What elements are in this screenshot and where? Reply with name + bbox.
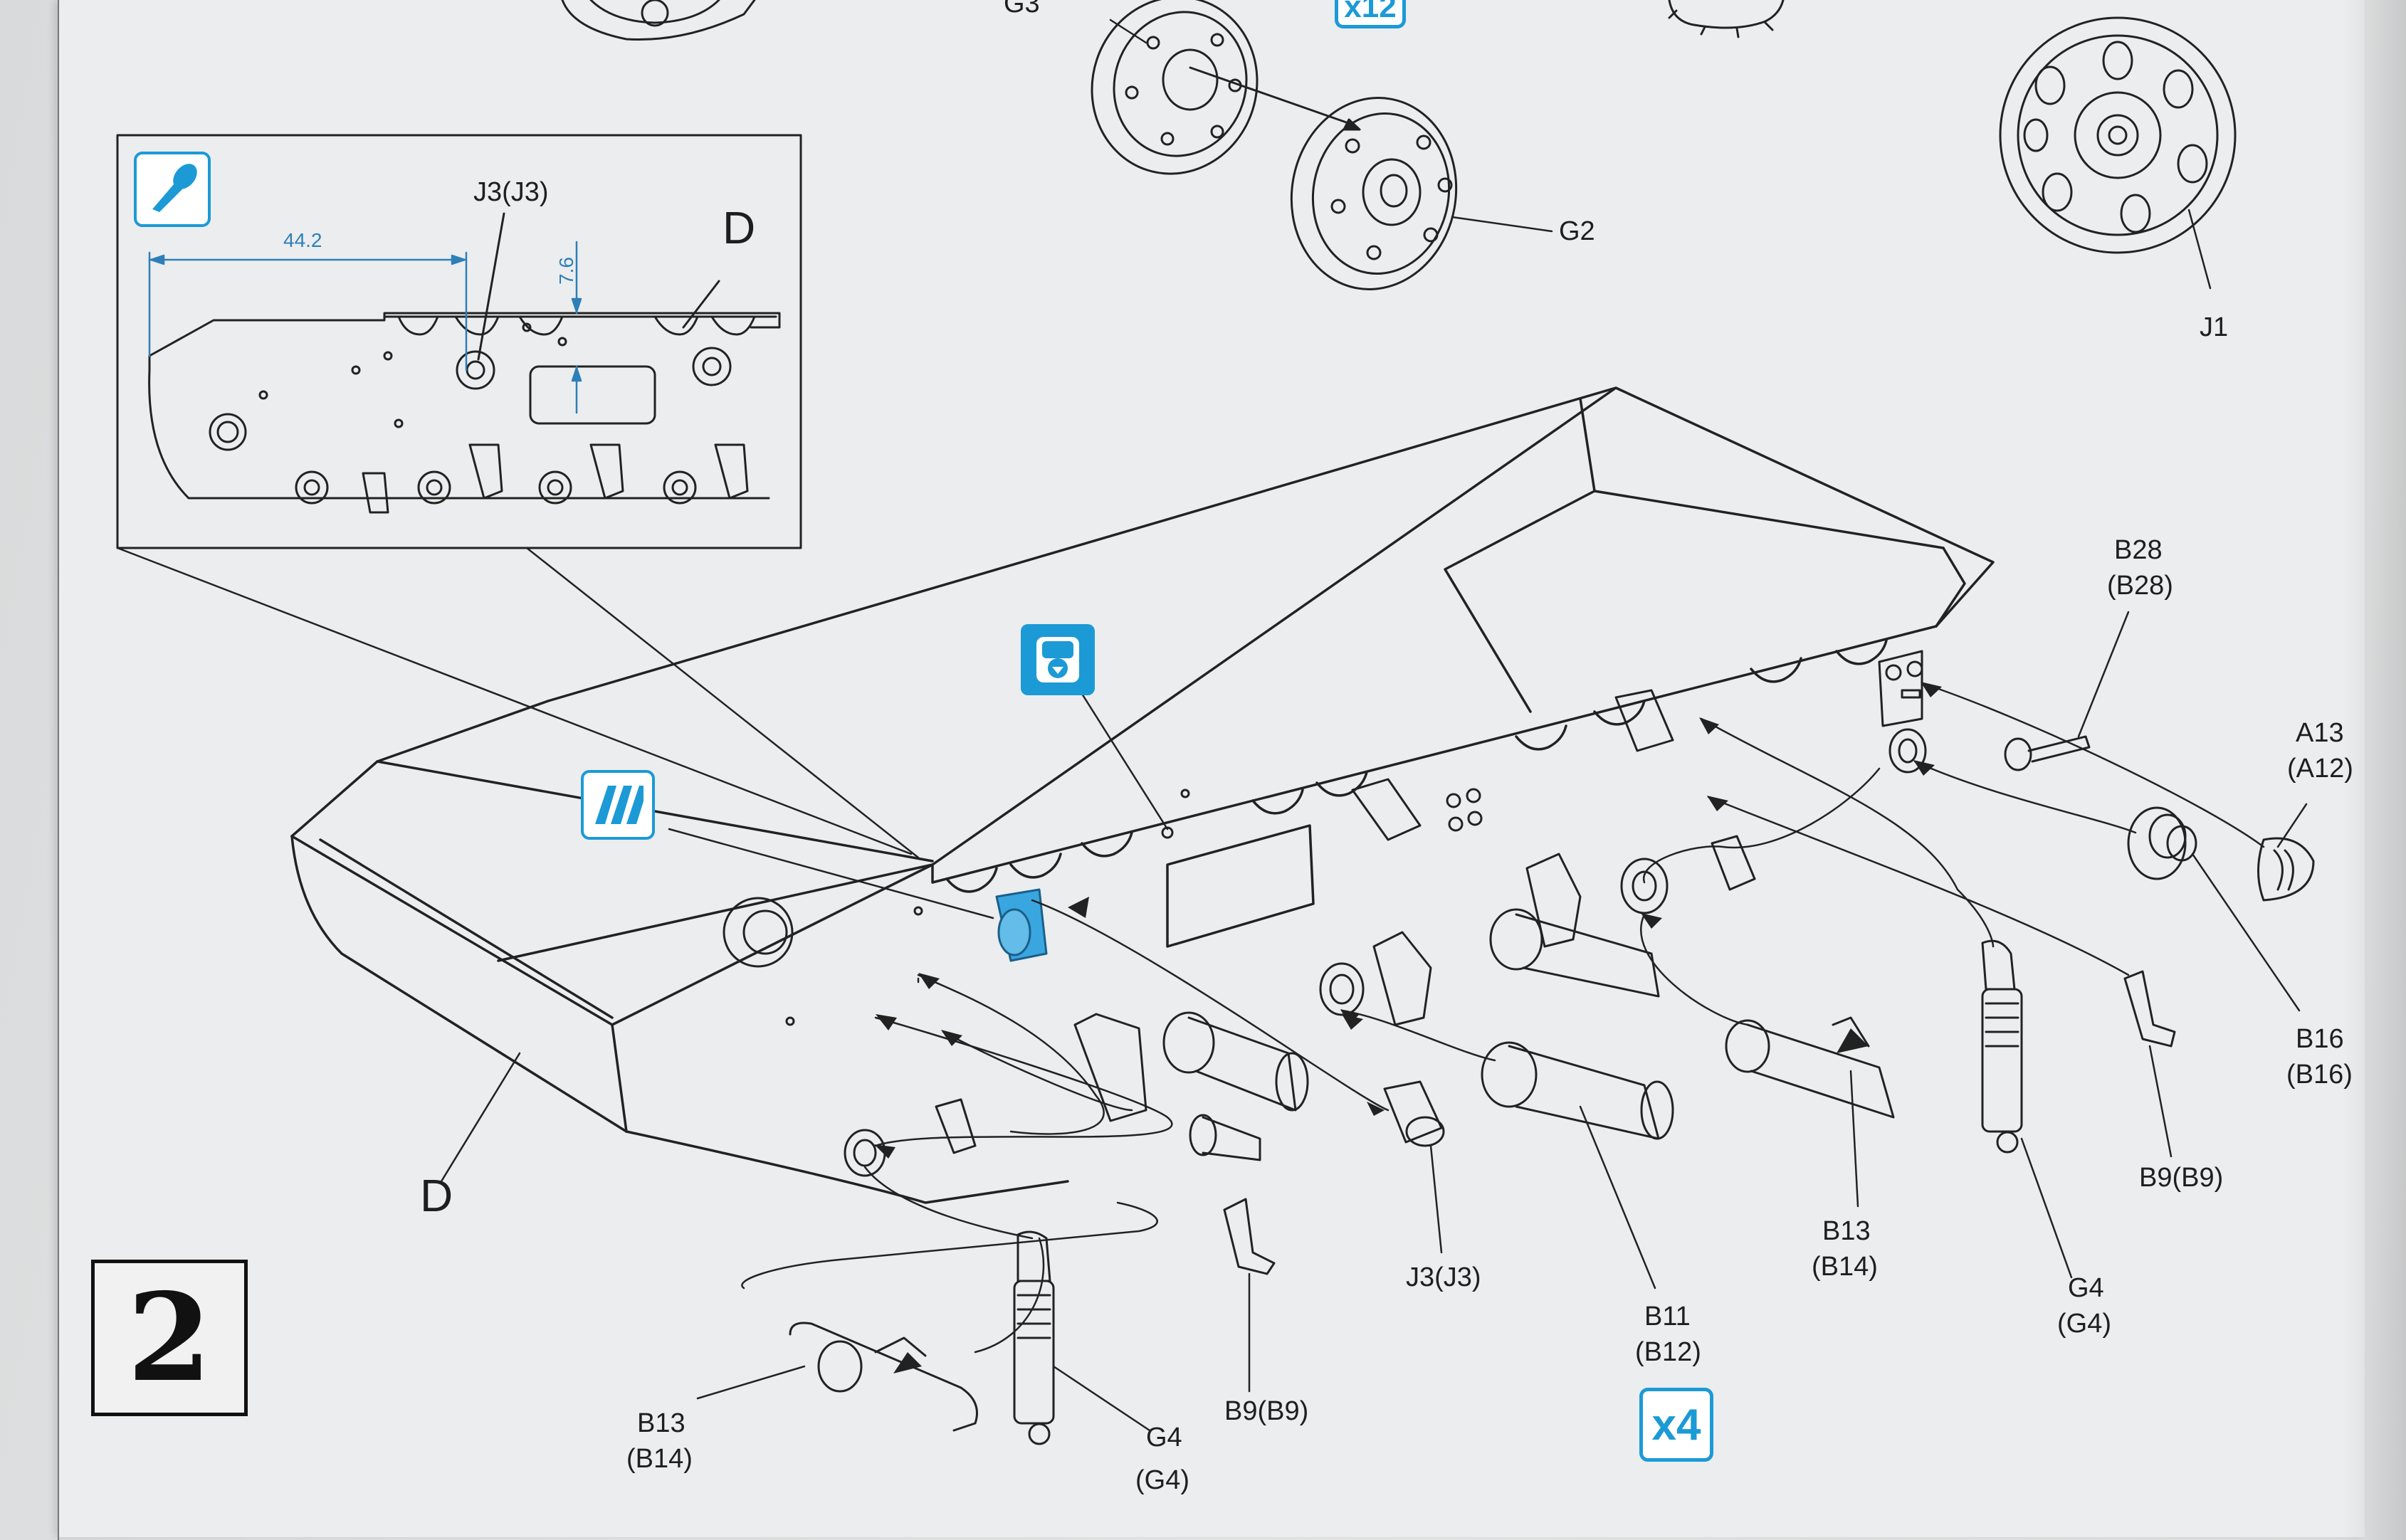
road-wheel-g3 xyxy=(1091,0,1259,175)
label-g4-bottom-alt: (G4) xyxy=(1135,1465,1189,1495)
hub-ring-right xyxy=(1888,728,1927,774)
label-leaders xyxy=(440,19,2308,1432)
label-j1: J1 xyxy=(2200,312,2229,342)
inset-dimension-length: 44.2 xyxy=(283,229,322,251)
label-g3: G3 xyxy=(1004,0,1040,19)
label-b9-right: B9(B9) xyxy=(2139,1163,2224,1193)
pin-b28 xyxy=(2004,735,2091,771)
label-b11: B11 xyxy=(1644,1302,1691,1331)
label-g4-right-alt: (G4) xyxy=(2057,1309,2111,1339)
shock-absorber-right xyxy=(1981,939,2023,1154)
inset-dimensions xyxy=(148,241,582,414)
label-a13: A13 xyxy=(2296,718,2344,748)
hull-details xyxy=(723,788,1483,1026)
bump-stop-upper xyxy=(1351,689,1674,841)
shock-absorber-left xyxy=(1013,1230,1055,1445)
inset-label-j3: J3(J3) xyxy=(473,177,549,207)
road-wheel-g2 xyxy=(1290,97,1458,290)
road-wheel-hub-middle xyxy=(1319,962,1365,1016)
instruction-sheet xyxy=(58,0,2365,1537)
label-g2: G2 xyxy=(1559,216,1595,246)
label-b11-alt: (B12) xyxy=(1635,1337,1701,1367)
label-g4-right: G4 xyxy=(2068,1273,2104,1303)
bracket-b9-right xyxy=(2123,970,2176,1048)
swing-arm-b11 xyxy=(1372,853,1674,1140)
label-b16: B16 xyxy=(2296,1024,2344,1054)
label-b13-bottom-alt: (B14) xyxy=(626,1444,693,1474)
label-hull-d: D xyxy=(420,1170,453,1221)
label-b9-bottom: B9(B9) xyxy=(1224,1396,1309,1426)
hull-right-bracket xyxy=(1878,650,1923,727)
torsion-arm-left xyxy=(789,1322,978,1432)
label-j3-bottom: J3(J3) xyxy=(1406,1262,1481,1292)
top-left-wheel-partial xyxy=(561,0,756,41)
label-b13-right: B13 xyxy=(1822,1216,1871,1246)
label-b13-right-alt: (B14) xyxy=(1812,1252,1878,1282)
label-b16-alt: (B16) xyxy=(2286,1060,2353,1090)
inset-frame xyxy=(116,134,802,549)
idler-mount-left xyxy=(844,1129,886,1177)
drill-hole-icon xyxy=(581,770,655,840)
step-number-box: 2 xyxy=(91,1260,248,1416)
idler-cap-a13 xyxy=(2257,837,2315,902)
bump-stop-left xyxy=(935,1098,977,1154)
inset-label-d: D xyxy=(723,202,756,253)
drive-sprocket-j1 xyxy=(1999,16,2237,254)
hull-lower xyxy=(290,386,1995,1204)
cement-glue-icon xyxy=(1021,624,1095,695)
swing-arm-b13-right xyxy=(1725,1016,1895,1119)
label-b13-bottom: B13 xyxy=(637,1408,685,1438)
assembly-paths xyxy=(741,682,2265,1354)
step-number: 2 xyxy=(127,1267,212,1409)
road-wheel-hub-right xyxy=(1620,835,1756,914)
page-shadow xyxy=(2342,0,2406,1540)
multiplier-badge-bottom: x4 xyxy=(1639,1388,1713,1462)
idler-arm-b16 xyxy=(2127,806,2197,880)
idler-j3-middle xyxy=(1383,1080,1445,1147)
label-b28: B28 xyxy=(2114,535,2163,565)
paint-brush-icon xyxy=(134,152,211,227)
blue-bracket-part xyxy=(995,888,1048,962)
inset-hull-side xyxy=(148,312,781,514)
inset-dimension-height: 7.6 xyxy=(555,257,577,285)
arrowheads xyxy=(874,682,1942,1373)
label-g4-bottom: G4 xyxy=(1146,1423,1182,1452)
label-b28-alt: (B28) xyxy=(2107,571,2173,601)
bracket-b9-left xyxy=(1223,1198,1276,1275)
label-a13-alt: (A12) xyxy=(2287,754,2353,784)
swing-arm-left xyxy=(1073,1011,1309,1161)
top-sprocket-partial xyxy=(1668,0,1785,38)
multiplier-badge-top: x12 xyxy=(1335,0,1406,28)
